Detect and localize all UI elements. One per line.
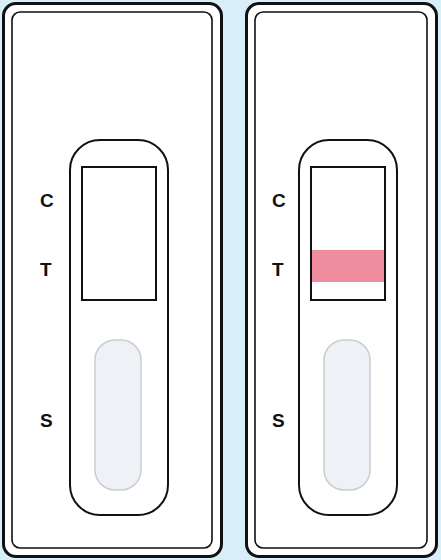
sample-well (95, 340, 141, 490)
result-window (82, 167, 156, 300)
strip-marker-letter: C (272, 191, 286, 210)
strip-marker-letter: T (40, 260, 52, 279)
cassette-inner-border (255, 12, 427, 548)
test-cassette: C T S (2, 2, 223, 558)
strip-marker-letter: C (40, 191, 54, 210)
cassette-inner-border (12, 12, 212, 548)
window-frame (70, 140, 168, 515)
window-frame (299, 140, 397, 515)
test-cassette: C T S (245, 2, 438, 558)
strip-marker-letter: S (272, 411, 285, 430)
cassette-fill (4, 4, 222, 557)
strip-marker-letter: S (40, 411, 53, 430)
left-cassette-body (4, 4, 222, 557)
right-cassette-body (247, 4, 436, 557)
result-window (311, 167, 385, 300)
cassette-fill (247, 4, 436, 557)
sample-well (324, 340, 370, 490)
strip-marker-letter: T (272, 260, 284, 279)
test-line (312, 250, 384, 282)
